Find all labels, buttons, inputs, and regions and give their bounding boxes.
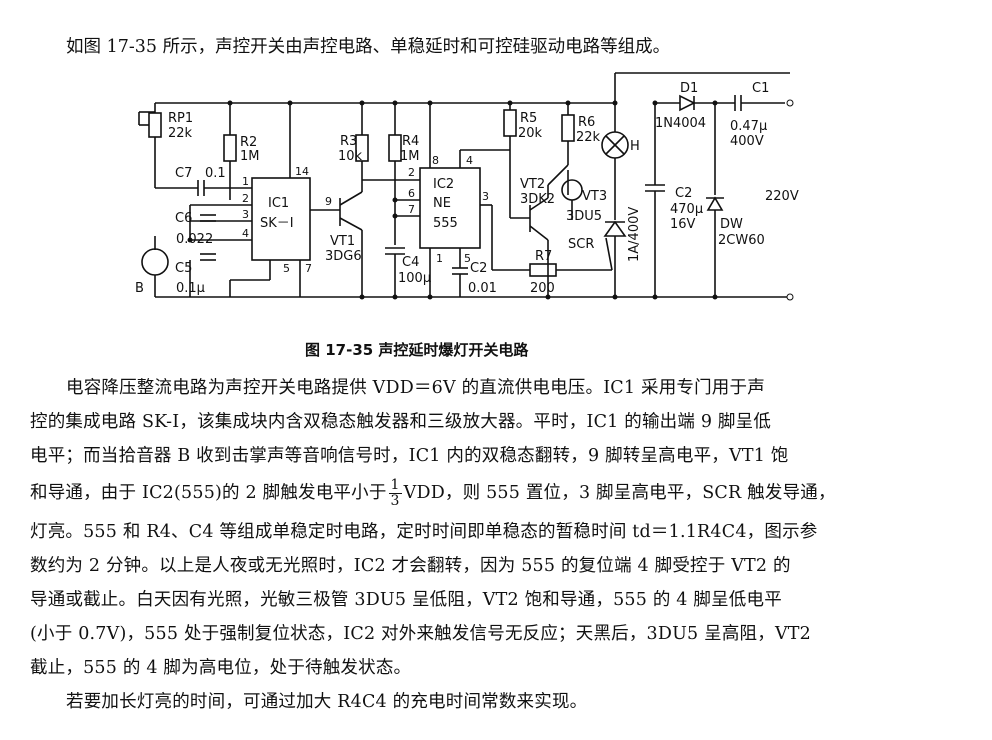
r3-label: R3 [340, 134, 357, 149]
body-line-8: (小于 0.7V)，555 处于强制复位状态，IC2 对外来触发信号无反应；天黑… [30, 624, 812, 644]
c1-label: C1 [752, 81, 769, 96]
r2-label: R2 [240, 135, 257, 150]
circuit-diagram: RP1 22k R2 1M C7 0.1 C6 0.022 C5 0.1μ B … [135, 72, 799, 301]
d1-label: D1 [680, 81, 698, 96]
body-line-4a: 和导通，由于 IC2(555)的 2 脚触发电平小于 [30, 483, 387, 503]
c5-value: 0.1μ [176, 281, 205, 296]
scr-rating: 1A/400V [627, 207, 642, 262]
vt3-value: 3DU5 [566, 209, 602, 224]
ic1-label: IC1 [268, 196, 289, 211]
ic2-pin1: 1 [436, 252, 443, 265]
mic-label: B [135, 281, 144, 296]
body-line-3: 电平；而当拾音器 B 收到击掌声等音响信号时，IC1 内的双稳态翻转，9 脚转呈… [30, 446, 789, 466]
figure-caption: 图 17-35 声控延时爆灯开关电路 [305, 341, 529, 359]
c7-label: C7 [175, 166, 192, 181]
fraction-denominator: 3 [390, 493, 400, 509]
scr-label: SCR [568, 237, 594, 252]
c2-small-label: C2 [470, 261, 487, 276]
r4-label: R4 [402, 134, 419, 149]
ic2-pin3: 3 [482, 190, 489, 203]
vt3-label: VT3 [582, 189, 607, 204]
r4-value: 1M [400, 149, 420, 164]
c4-label: C4 [402, 255, 419, 270]
dw-label: DW [720, 217, 743, 232]
vt2-label: VT2 [520, 177, 545, 192]
c1-value: 0.47μ [730, 119, 767, 134]
ac-voltage: 220V [765, 189, 799, 204]
r5-value: 20k [518, 126, 543, 141]
d1-value: 1N4004 [655, 116, 706, 131]
body-line-1: 电容降压整流电路为声控开关电路提供 VDD＝6V 的直流供电电压。IC1 采用专… [66, 378, 765, 398]
c2-small-value: 0.01 [468, 281, 497, 296]
r7-value: 200 [530, 281, 555, 296]
ic1-pin9: 9 [325, 195, 332, 208]
r5-label: R5 [520, 111, 537, 126]
c6-value: 0.022 [176, 232, 213, 247]
body-line-6: 数约为 2 分钟。以上是人夜或无光照时，IC2 才会翻转，因为 555 的复位端… [30, 556, 791, 576]
ic1-pin7: 7 [305, 262, 312, 275]
lamp-label: H [630, 139, 640, 154]
ic2-pin7: 7 [408, 203, 415, 216]
body-line-10: 若要加长灯亮的时间，可通过加大 R4C4 的充电时间常数来实现。 [66, 692, 588, 712]
ic2-pin4: 4 [466, 154, 473, 167]
body-line-5: 灯亮。555 和 R4、C4 等组成单稳定时电路，定时时间即单稳态的暂稳时间 t… [30, 522, 818, 542]
c7-value: 0.1 [205, 166, 226, 181]
dw-value: 2CW60 [718, 233, 765, 248]
vt2-value: 3DK2 [520, 192, 555, 207]
vt1-value: 3DG6 [325, 249, 362, 264]
ic2-ne: NE [433, 196, 451, 211]
ic1-pin5: 5 [283, 262, 290, 275]
ic2-pin2: 2 [408, 166, 415, 179]
ic1-pin14: 14 [295, 165, 309, 178]
ic1-pin3: 3 [242, 208, 249, 221]
body-line-4b: VDD，则 555 置位，3 脚呈高电平，SCR 触发导通， [403, 483, 836, 503]
r3-value: 10k [338, 149, 363, 164]
c2-label: C2 [675, 186, 692, 201]
c1-voltage: 400V [730, 134, 764, 149]
ic1-name: SK－Ⅰ [260, 216, 294, 231]
ic2-pin5: 5 [464, 252, 471, 265]
body-line-9: 截止，555 的 4 脚为高电位，处于待触发状态。 [30, 658, 412, 678]
ic2-555: 555 [433, 216, 458, 231]
ic2-pin8: 8 [432, 154, 439, 167]
r6-value: 22k [576, 130, 601, 145]
ic1-pin1: 1 [242, 175, 249, 188]
intro-paragraph: 如图 17-35 所示，声控开关由声控电路、单稳延时和可控硅驱动电路等组成。 [66, 37, 671, 57]
body-line-7: 导通或截止。白天因有光照，光敏三极管 3DU5 呈低阻，VT2 饱和导通，555… [30, 590, 782, 610]
vt1-label: VT1 [330, 234, 355, 249]
r7-label: R7 [535, 249, 552, 264]
r2-value: 1M [240, 149, 260, 164]
ic2-label: IC2 [433, 177, 454, 192]
r6-label: R6 [578, 115, 595, 130]
rp1-value: 22k [168, 126, 193, 141]
fraction-numerator: 1 [388, 477, 402, 494]
c2-value: 470μ [670, 202, 703, 217]
c5-label: C5 [175, 261, 192, 276]
rp1-label: RP1 [168, 111, 193, 126]
c4-value: 100μ [398, 271, 431, 286]
ic2-pin6: 6 [408, 187, 415, 200]
c2-voltage: 16V [670, 217, 696, 232]
c6-label: C6 [175, 211, 192, 226]
ic1-pin4: 4 [242, 227, 249, 240]
body-line-2: 控的集成电路 SK-Ⅰ，该集成块内含双稳态触发器和三级放大器。平时，IC1 的输… [30, 412, 772, 432]
ic1-pin2: 2 [242, 192, 249, 205]
